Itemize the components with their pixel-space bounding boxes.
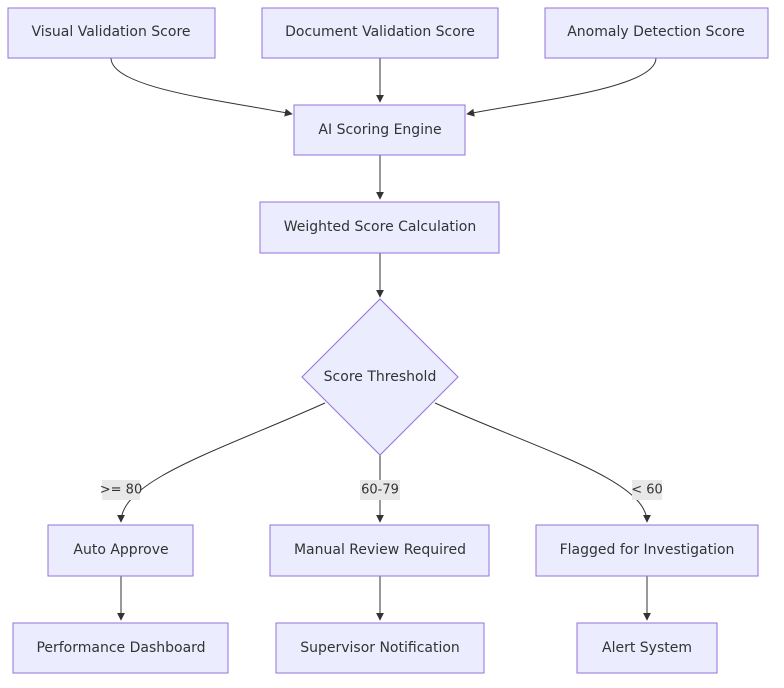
node-document-validation: Document Validation Score: [261, 7, 499, 59]
node-performance-dashboard: Performance Dashboard: [12, 622, 229, 674]
node-alert-system: Alert System: [576, 622, 718, 674]
node-alert-system-label: Alert System: [602, 640, 692, 656]
edge-threshold-to-flagged: [434, 402, 651, 523]
node-score-threshold-label: Score Threshold: [324, 369, 437, 385]
node-performance-dashboard-label: Performance Dashboard: [36, 640, 205, 656]
node-supervisor-notification: Supervisor Notification: [275, 622, 485, 674]
node-manual-review: Manual Review Required: [269, 524, 490, 577]
edge-label-mid: 60-79: [360, 480, 400, 500]
edge-visual-to-ai: [110, 57, 293, 117]
node-weighted-score: Weighted Score Calculation: [259, 201, 500, 254]
edge-anomaly-to-ai: [466, 57, 657, 117]
node-auto-approve: Auto Approve: [47, 524, 194, 577]
node-auto-approve-label: Auto Approve: [73, 542, 168, 558]
node-manual-review-label: Manual Review Required: [294, 542, 466, 558]
node-visual-validation-label: Visual Validation Score: [31, 24, 190, 40]
node-flagged-label: Flagged for Investigation: [560, 542, 735, 558]
node-flagged: Flagged for Investigation: [535, 524, 759, 577]
node-score-threshold: Score Threshold: [301, 298, 459, 456]
edge-label-low-text: < 60: [631, 483, 663, 498]
node-anomaly-detection: Anomaly Detection Score: [544, 7, 769, 59]
node-weighted-score-label: Weighted Score Calculation: [284, 219, 477, 235]
node-document-validation-label: Document Validation Score: [285, 24, 475, 40]
edge-label-low: < 60: [631, 480, 663, 500]
edge-label-high-text: >= 80: [100, 483, 142, 498]
edge-label-high: >= 80: [100, 480, 142, 500]
node-supervisor-notification-label: Supervisor Notification: [300, 640, 460, 656]
node-ai-scoring: AI Scoring Engine: [293, 104, 466, 156]
node-ai-scoring-label: AI Scoring Engine: [318, 122, 441, 138]
node-visual-validation: Visual Validation Score: [7, 7, 216, 59]
edge-label-mid-text: 60-79: [361, 483, 399, 498]
node-anomaly-detection-label: Anomaly Detection Score: [567, 24, 745, 40]
edge-threshold-to-auto: [117, 402, 326, 523]
